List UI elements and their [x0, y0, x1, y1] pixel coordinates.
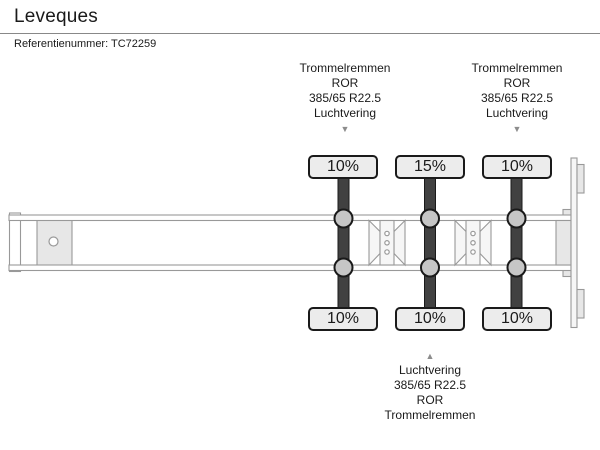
cross-member-gusset	[454, 219, 467, 267]
page-title: Leveques	[14, 6, 99, 27]
reference-number: Referentienummer: TC72259	[14, 38, 157, 50]
spec-line-brakes: Trommelremmen	[299, 61, 391, 75]
spec-line-suspension: Luchtvering	[398, 363, 462, 377]
rear-lamp-bottom	[576, 288, 585, 319]
arrow-down-icon: ▼	[340, 124, 350, 134]
rear-bumper-bar	[570, 157, 578, 329]
spec-line-brakes: Trommelremmen	[471, 61, 563, 75]
spec-line-brand: ROR	[331, 76, 359, 90]
chassis-rail-top	[8, 214, 572, 222]
arrow-down-icon: ▼	[512, 124, 522, 134]
spec-line-tyresize: 385/65 R22.5	[393, 378, 467, 392]
chassis-rail-bottom	[8, 264, 572, 272]
tire-load-axle1-bottom: 10%	[308, 307, 378, 331]
front-crossmember	[8, 212, 22, 273]
axle2-hub-bottom	[420, 257, 440, 278]
spec-line-suspension: Luchtvering	[313, 106, 377, 120]
tire-load-axle3-bottom: 10%	[482, 307, 552, 331]
tire-load-axle1-top: 10%	[308, 155, 378, 179]
axle3-hub-top	[506, 208, 527, 229]
bolt-hole	[384, 230, 390, 237]
axle3-spec-label: Trommelremmen ROR 385/65 R22.5 Luchtveri…	[442, 61, 592, 134]
cross-member-2	[454, 219, 492, 267]
spec-line-tyresize: 385/65 R22.5	[480, 91, 554, 105]
bolt-hole	[470, 249, 476, 255]
axle1-hub-top	[333, 208, 354, 229]
rear-lamp-top	[576, 163, 585, 194]
spec-line-brand: ROR	[416, 393, 444, 407]
tire-load-axle3-top: 10%	[482, 155, 552, 179]
arrow-up-icon: ▲	[425, 351, 435, 361]
spec-line-tyresize: 385/65 R22.5	[308, 91, 382, 105]
axle1-bar	[337, 175, 350, 310]
rear-underrun-block	[555, 219, 572, 266]
spec-line-brakes: Trommelremmen	[384, 408, 476, 422]
tire-load-axle2-top: 15%	[395, 155, 465, 179]
axle2-spec-label: ▲ Luchtvering 385/65 R22.5 ROR Trommelre…	[355, 351, 505, 423]
bolt-hole	[384, 240, 390, 246]
spec-line-suspension: Luchtvering	[485, 106, 549, 120]
header-divider	[0, 33, 600, 34]
axle1-spec-label: Trommelremmen ROR 385/65 R22.5 Luchtveri…	[270, 61, 420, 134]
bolt-hole	[470, 230, 476, 237]
axle2-hub-top	[420, 208, 440, 229]
spec-line-brand: ROR	[503, 76, 531, 90]
cross-member-gusset	[479, 219, 492, 267]
cross-member-1	[368, 219, 406, 267]
bolt-hole	[384, 249, 390, 255]
bolt-hole	[470, 240, 476, 246]
axle2-bar	[424, 175, 436, 310]
axle3-bar	[510, 175, 523, 310]
axle3-hub-bottom	[506, 257, 527, 278]
cross-member-gusset	[393, 219, 406, 267]
axle1-hub-bottom	[333, 257, 354, 278]
cross-member-gusset	[368, 219, 381, 267]
kingpin	[48, 236, 59, 247]
tire-load-axle2-bottom: 10%	[395, 307, 465, 331]
